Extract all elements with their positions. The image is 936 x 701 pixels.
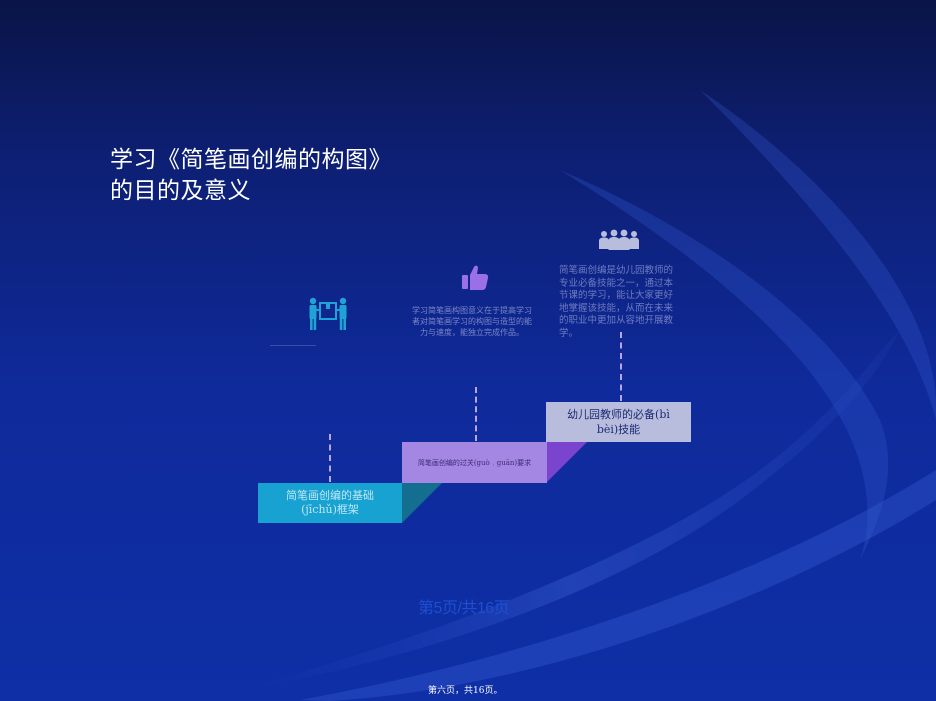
- thumbs-up-icon: [462, 265, 489, 290]
- people-carrying-box-icon: [309, 297, 347, 330]
- page-footer: 第六页，共16页。: [428, 686, 503, 696]
- slide-title: 学习《简笔画创编的构图》 的目的及意义: [110, 145, 392, 207]
- connector-middle: [475, 387, 477, 441]
- title-line-2: 的目的及意义: [110, 178, 251, 204]
- step-2-requirement: 简笔画创编的过关(guò﹒guān)要求: [402, 442, 547, 483]
- page-indicator: 第5页/共16页: [418, 600, 510, 617]
- step-1-foundation: 简笔画创编的基础(jīchǔ)框架: [258, 483, 402, 523]
- left-underline: [270, 345, 316, 346]
- right-description: 简笔画创编是幼儿园教师的专业必备技能之一，通过本节课的学习，能让大家更好地掌握该…: [559, 265, 674, 339]
- step-3-skill: 幼儿园教师的必备(bì bèi)技能: [546, 402, 691, 442]
- middle-description: 学习简笔画构图意义在于提高学习者对简笔画学习的构图与造型的能力与速度，能独立完成…: [412, 306, 532, 337]
- title-line-1: 学习《简笔画创编的构图》: [110, 147, 392, 173]
- step1-fold: [402, 483, 442, 523]
- step2-fold: [546, 442, 587, 483]
- connector-left: [329, 434, 331, 482]
- connector-right: [620, 332, 622, 401]
- group-of-people-icon: [599, 229, 639, 250]
